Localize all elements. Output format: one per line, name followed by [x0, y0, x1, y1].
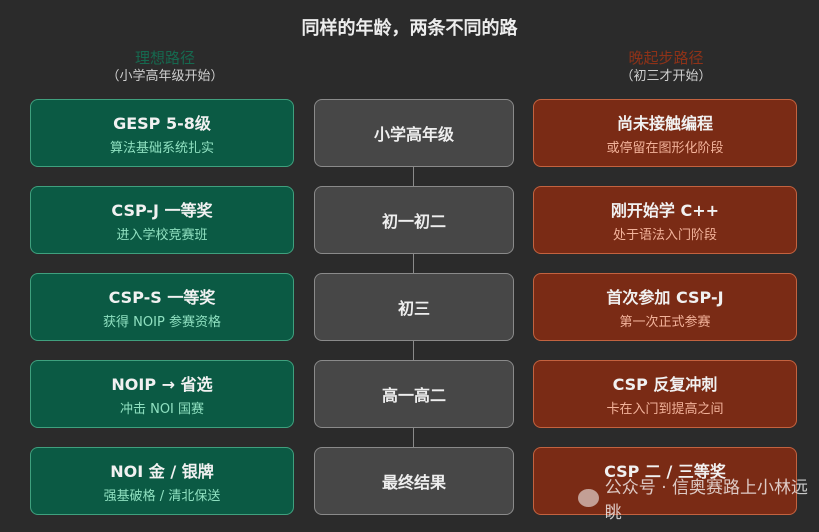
ideal-card: NOIP → 省选 冲击 NOI 国赛 [30, 360, 294, 428]
late-card: CSP 反复冲刺 卡在入门到提高之间 [533, 360, 797, 428]
page-title: 同样的年龄，两条不同的路 [301, 18, 518, 39]
late-card-desc: 处于语法入门阶段 [612, 228, 717, 243]
ideal-path-header: 理想路径 （小学高年级开始） [30, 48, 300, 86]
stage-box: 初三 [314, 273, 514, 341]
late-card-title: 刚开始学 C++ [610, 201, 720, 220]
stage-connector [413, 428, 414, 448]
late-path-header: 晚起步路径 （初三才开始） [531, 48, 801, 86]
wechat-icon [578, 489, 599, 507]
ideal-card: GESP 5-8级 算法基础系统扎实 [30, 99, 294, 167]
late-card-title: CSP 反复冲刺 [612, 375, 718, 394]
stage-connector [413, 341, 414, 361]
watermark-text: 公众号 · 信奥赛路上小林远眺 [604, 478, 809, 523]
ideal-card-desc: 算法基础系统扎实 [109, 141, 214, 156]
ideal-card: NOI 金 / 银牌 强基破格 / 清北保送 [30, 447, 294, 515]
late-card-desc: 卡在入门到提高之间 [606, 402, 724, 417]
ideal-card-title: NOIP → 省选 [111, 375, 213, 394]
ideal-card-title: CSP-S 一等奖 [108, 288, 216, 307]
late-card: 首次参加 CSP-J 第一次正式参赛 [533, 273, 797, 341]
late-card: CSP 二 / 三等奖 [533, 447, 797, 515]
stage-box: 初一初二 [314, 186, 514, 254]
ideal-card-desc: 冲击 NOI 国赛 [119, 402, 205, 417]
ideal-card-title: CSP-J 一等奖 [111, 201, 213, 220]
stage-connector [413, 167, 414, 187]
stage-box: 小学高年级 [314, 99, 514, 167]
stage-box: 高一高二 [314, 360, 514, 428]
stage-box: 最终结果 [314, 447, 514, 515]
watermark: 公众号 · 信奥赛路上小林远眺 [578, 478, 813, 523]
late-card: 刚开始学 C++ 处于语法入门阶段 [533, 186, 797, 254]
ideal-card: CSP-J 一等奖 进入学校竞赛班 [30, 186, 294, 254]
late-card: 尚未接触编程 或停留在图形化阶段 [533, 99, 797, 167]
late-card-title: CSP 二 / 三等奖 [604, 462, 726, 481]
ideal-path-title: 理想路径 [134, 49, 195, 67]
late-path-title: 晚起步路径 [628, 49, 704, 67]
ideal-card-desc: 进入学校竞赛班 [116, 228, 208, 243]
ideal-card-title: NOI 金 / 银牌 [110, 462, 214, 481]
ideal-path-subtitle: （小学高年级开始） [106, 69, 224, 84]
stage-connector [413, 254, 414, 274]
late-path-subtitle: （初三才开始） [620, 69, 712, 84]
ideal-card-desc: 强基破格 / 清北保送 [103, 489, 221, 504]
late-card-desc: 第一次正式参赛 [619, 315, 711, 330]
ideal-card-desc: 获得 NOIP 参赛资格 [103, 315, 221, 330]
late-card-title: 首次参加 CSP-J [606, 288, 724, 307]
late-card-desc: 或停留在图形化阶段 [606, 141, 724, 156]
ideal-card-title: GESP 5-8级 [113, 114, 211, 133]
ideal-card: CSP-S 一等奖 获得 NOIP 参赛资格 [30, 273, 294, 341]
late-card-title: 尚未接触编程 [616, 114, 713, 133]
